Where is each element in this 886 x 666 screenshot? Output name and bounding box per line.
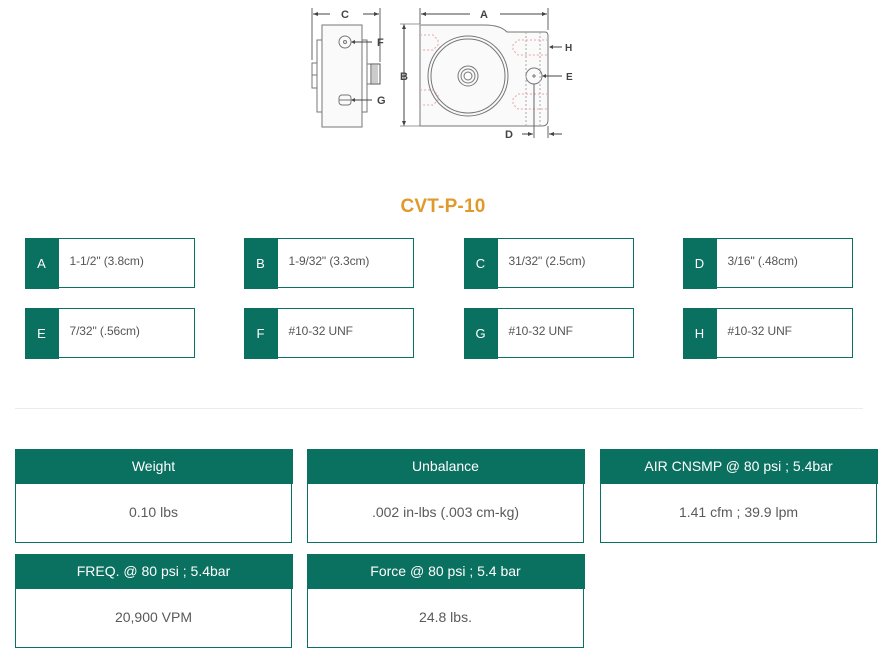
spec-label: Force @ 80 psi ; 5.4 bar <box>306 553 585 589</box>
dimension-letter: C <box>463 237 498 289</box>
section-divider <box>15 408 863 409</box>
label-e: E <box>566 72 573 83</box>
dimension-value: 1-1/2" (3.8cm) <box>69 254 144 268</box>
dimension-box-e: E 7/32" (.56cm) <box>24 307 195 359</box>
dimension-box-f: F #10-32 UNF <box>243 307 414 359</box>
spec-value: 0.10 lbs <box>128 504 179 520</box>
spec-label: Unbalance <box>306 448 585 484</box>
dimension-letter: G <box>463 307 498 359</box>
dimension-value: 3/16" (.48cm) <box>727 254 798 268</box>
dimension-letter: D <box>682 237 717 289</box>
side-view <box>311 24 381 128</box>
dimension-value: 7/32" (.56cm) <box>69 324 140 338</box>
spec-frequency: FREQ. @ 80 psi ; 5.4bar 20,900 VPM <box>14 553 293 648</box>
dimension-drawing: C F G A B H E D <box>311 8 573 141</box>
dimension-value: #10-32 UNF <box>288 324 353 338</box>
model-title: CVT-P-10 <box>400 196 486 217</box>
spec-label: Weight <box>14 448 293 484</box>
dimension-letter: H <box>682 307 717 359</box>
spec-value: .002 in-lbs (.003 cm-kg) <box>371 504 520 520</box>
dimension-letter: F <box>243 307 278 359</box>
spec-value: 1.41 cfm ; 39.9 lpm <box>678 504 799 520</box>
spec-force: Force @ 80 psi ; 5.4 bar 24.8 lbs. <box>306 553 585 648</box>
dimension-box-a: A 1-1/2" (3.8cm) <box>24 237 195 289</box>
spec-value: 20,900 VPM <box>114 609 193 625</box>
label-d: D <box>505 129 513 141</box>
label-h: H <box>565 43 572 54</box>
dimension-box-d: D 3/16" (.48cm) <box>682 237 853 289</box>
dimension-letter: A <box>24 237 59 289</box>
dimension-letter: E <box>24 307 59 359</box>
label-g: G <box>377 95 386 107</box>
dimension-value: #10-32 UNF <box>727 324 792 338</box>
spec-label: FREQ. @ 80 psi ; 5.4bar <box>14 553 293 589</box>
spec-label: AIR CNSMP @ 80 psi ; 5.4bar <box>599 448 878 484</box>
dimension-box-g: G #10-32 UNF <box>463 307 634 359</box>
dimension-box-h: H #10-32 UNF <box>682 307 853 359</box>
dimension-letter: B <box>243 237 278 289</box>
spec-value: 24.8 lbs. <box>419 609 472 625</box>
dimension-value: 1-9/32" (3.3cm) <box>288 254 370 268</box>
spec-weight: Weight 0.10 lbs <box>14 448 293 543</box>
spec-unbalance: Unbalance .002 in-lbs (.003 cm-kg) <box>306 448 585 543</box>
label-c: C <box>341 9 349 21</box>
spec-air-consumption: AIR CNSMP @ 80 psi ; 5.4bar 1.41 cfm ; 3… <box>599 448 878 543</box>
dimension-value: 31/32" (2.5cm) <box>508 254 586 268</box>
dimension-box-c: C 31/32" (2.5cm) <box>463 237 634 289</box>
dimension-value: #10-32 UNF <box>508 324 573 338</box>
label-b: B <box>400 71 408 83</box>
dimension-box-b: B 1-9/32" (3.3cm) <box>243 237 414 289</box>
front-view <box>419 24 549 127</box>
label-f: F <box>377 37 384 49</box>
label-a: A <box>480 9 488 21</box>
